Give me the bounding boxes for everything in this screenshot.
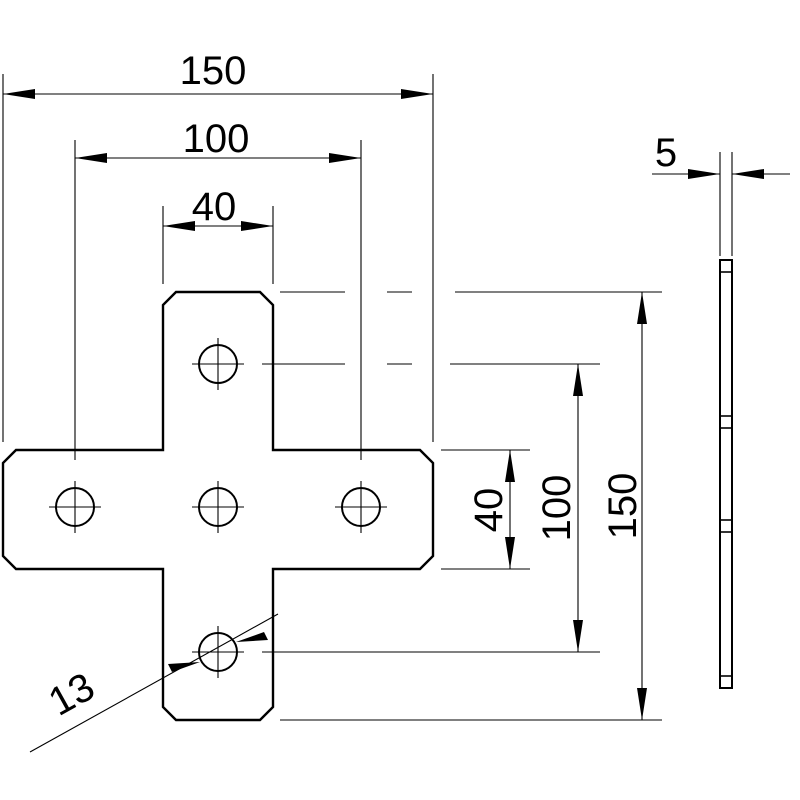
dim-hole-diameter-label: 13 <box>42 665 102 725</box>
dim-overall-width-label: 150 <box>180 49 247 93</box>
dim-arm-width-side: 40 <box>467 450 515 569</box>
dim-hole-spacing-height-label: 100 <box>535 475 579 542</box>
hole-center-marks <box>49 338 387 678</box>
extension-lines-right <box>262 291 662 721</box>
dim-overall-height: 150 <box>601 292 647 720</box>
side-view-plate <box>719 259 733 689</box>
dim-thickness: 5 <box>652 131 790 256</box>
dim-hole-spacing-height: 100 <box>535 364 583 652</box>
dim-thickness-label: 5 <box>655 131 677 175</box>
dim-hole-spacing-width-label: 100 <box>183 117 250 161</box>
dim-hole-spacing-width: 100 <box>75 117 361 163</box>
dim-arm-width-side-label: 40 <box>467 488 511 533</box>
dim-arm-width-top: 40 <box>163 185 273 231</box>
dim-overall-height-label: 150 <box>601 473 645 540</box>
dim-arm-width-top-label: 40 <box>192 185 237 229</box>
dim-overall-width: 150 <box>3 49 433 99</box>
extension-lines-top <box>2 74 434 460</box>
